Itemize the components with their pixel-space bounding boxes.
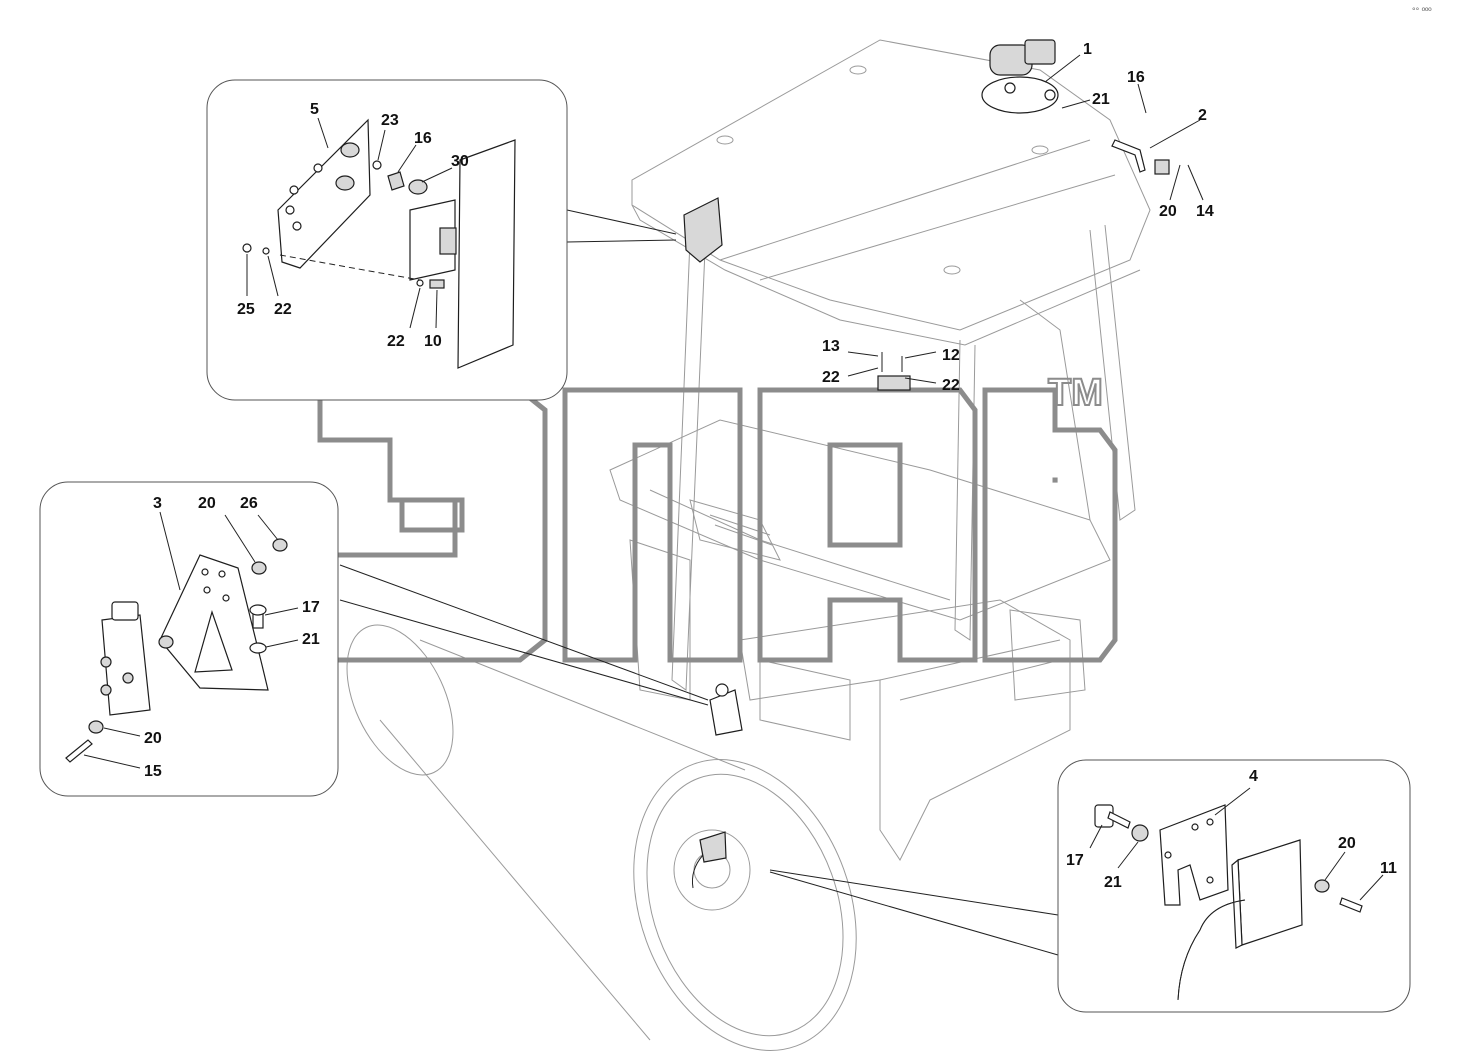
callout-25: 25 [237, 301, 255, 318]
mount-bracket-drum [692, 831, 727, 889]
mount-bracket-left [683, 197, 723, 263]
callout-20: 20 [1338, 835, 1356, 852]
callout-22-upper: 22 [274, 301, 292, 318]
callout-22-left: 22 [822, 369, 840, 386]
callout-13: 13 [822, 338, 840, 355]
callout-21: 21 [1092, 91, 1110, 108]
callout-14: 14 [1196, 203, 1214, 220]
callout-21: 21 [302, 631, 320, 648]
callout-23: 23 [381, 112, 399, 129]
callout-15: 15 [144, 763, 162, 780]
callout-10: 10 [424, 333, 442, 350]
inset-right-panel: 4 17 21 20 11 [1057, 759, 1411, 1013]
callout-26: 26 [240, 495, 258, 512]
corner-mark: °° ººº [1412, 6, 1432, 16]
callout-20-lower: 20 [144, 730, 162, 747]
callout-16: 16 [1127, 69, 1145, 86]
callout-20: 20 [1159, 203, 1177, 220]
callout-5: 5 [310, 101, 319, 118]
callout-20-upper: 20 [198, 495, 216, 512]
callout-22-lower: 22 [387, 333, 405, 350]
main-callouts: 1 21 16 2 20 14 13 12 22 22 [822, 41, 1214, 394]
watermark-trademark: TM [1048, 372, 1103, 414]
mount-bracket-center [709, 683, 743, 736]
callout-2: 2 [1198, 107, 1207, 124]
part-2-bracket [1111, 139, 1170, 175]
inset-top-panel: 5 23 16 30 25 22 22 10 [206, 79, 568, 401]
callout-17: 17 [1066, 852, 1084, 869]
callout-17: 17 [302, 599, 320, 616]
callout-16: 16 [414, 130, 432, 147]
callout-11: 11 [1380, 860, 1397, 877]
watermark-logo: TM [317, 371, 1118, 663]
callout-12: 12 [942, 347, 960, 364]
callout-3: 3 [153, 495, 162, 512]
callout-21: 21 [1104, 874, 1122, 891]
callout-1: 1 [1083, 41, 1092, 58]
callout-22-right: 22 [942, 377, 960, 394]
callout-4: 4 [1249, 768, 1258, 785]
main-leader-lines [339, 54, 1204, 956]
part-1-sensor-assembly [981, 39, 1059, 114]
inset-left-panel: 3 20 26 17 21 20 15 [39, 481, 339, 797]
callout-30: 30 [451, 153, 469, 170]
part-12-13-bracket [877, 352, 911, 391]
